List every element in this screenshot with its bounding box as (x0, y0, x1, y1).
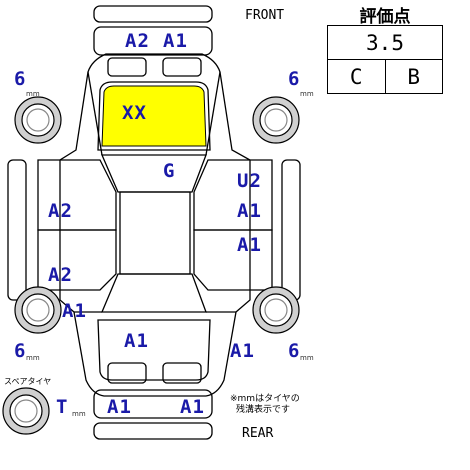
tire-spare (2, 387, 50, 435)
exterior-score: B (384, 59, 443, 94)
damage-right-front-door: A1 (237, 200, 262, 222)
tire-front-left-depth: 6 (14, 68, 26, 90)
rear-window (101, 273, 207, 313)
damage-hood: XX (122, 102, 147, 124)
trunk-outline (97, 319, 211, 381)
damage-trunk: A1 (124, 330, 149, 352)
tire-front-right (252, 96, 300, 144)
spare-tire-type: T (56, 396, 68, 418)
damage-front-bumper-left: A2 (125, 30, 150, 52)
right-a-pillar (205, 71, 221, 156)
damage-left-rear-fender: A1 (62, 300, 87, 322)
front-bumper (93, 26, 213, 56)
overall-score: 3.5 (327, 25, 443, 60)
front-grille-left (107, 57, 147, 77)
damage-left-rear-door: A2 (48, 264, 73, 286)
front-bumper-top (93, 5, 213, 23)
body-outline (59, 53, 251, 397)
rear-bumper (93, 389, 213, 419)
tire-rear-left-unit: mm (26, 354, 40, 362)
right-sill (281, 159, 301, 301)
left-rear-door (37, 229, 117, 291)
rear-light-left (107, 362, 147, 384)
score-table: 3.5 C B (327, 25, 443, 94)
damage-left-front-door: A2 (48, 200, 73, 222)
tire-rear-right (252, 286, 300, 334)
tire-rear-right-depth: 6 (288, 340, 300, 362)
hood-outline (97, 81, 211, 151)
left-sill (7, 159, 27, 301)
right-rear-door (193, 229, 273, 291)
rear-light-right (162, 362, 202, 384)
rear-label: REAR (242, 426, 274, 441)
damage-right-rear-door: A1 (237, 234, 262, 256)
front-label: FRONT (245, 8, 285, 23)
left-a-pillar (87, 71, 103, 156)
tire-rear-left-depth: 6 (14, 340, 26, 362)
rear-bumper-bottom (93, 422, 213, 440)
damage-rear-bumper-right: A1 (180, 396, 205, 418)
spare-tire-unit: mm (72, 410, 86, 418)
hood-highlight (101, 85, 207, 147)
interior-score: C (327, 59, 386, 94)
damage-front-bumper-right: A1 (163, 30, 188, 52)
front-grille-right (162, 57, 202, 77)
tire-note-line2: 残溝表示です (236, 405, 291, 415)
damage-right-fender-top: U2 (237, 170, 262, 192)
spare-tire-label: スペアタイヤ (4, 377, 52, 386)
damage-right-rear-quarter: A1 (230, 340, 255, 362)
damage-roof: G (163, 160, 176, 182)
left-front-door (37, 159, 117, 231)
tire-front-right-depth: 6 (288, 68, 300, 90)
roof (119, 191, 191, 275)
score-title: 評価点 (359, 7, 411, 27)
tire-note-line1: ※mmはタイヤの (230, 394, 300, 404)
tire-front-right-unit: mm (300, 90, 314, 98)
tire-rear-left (14, 286, 62, 334)
damage-rear-bumper-left: A1 (107, 396, 132, 418)
tire-rear-right-unit: mm (300, 354, 314, 362)
windshield (101, 154, 207, 193)
tire-front-left-unit: mm (26, 90, 40, 98)
tire-front-left (14, 96, 62, 144)
